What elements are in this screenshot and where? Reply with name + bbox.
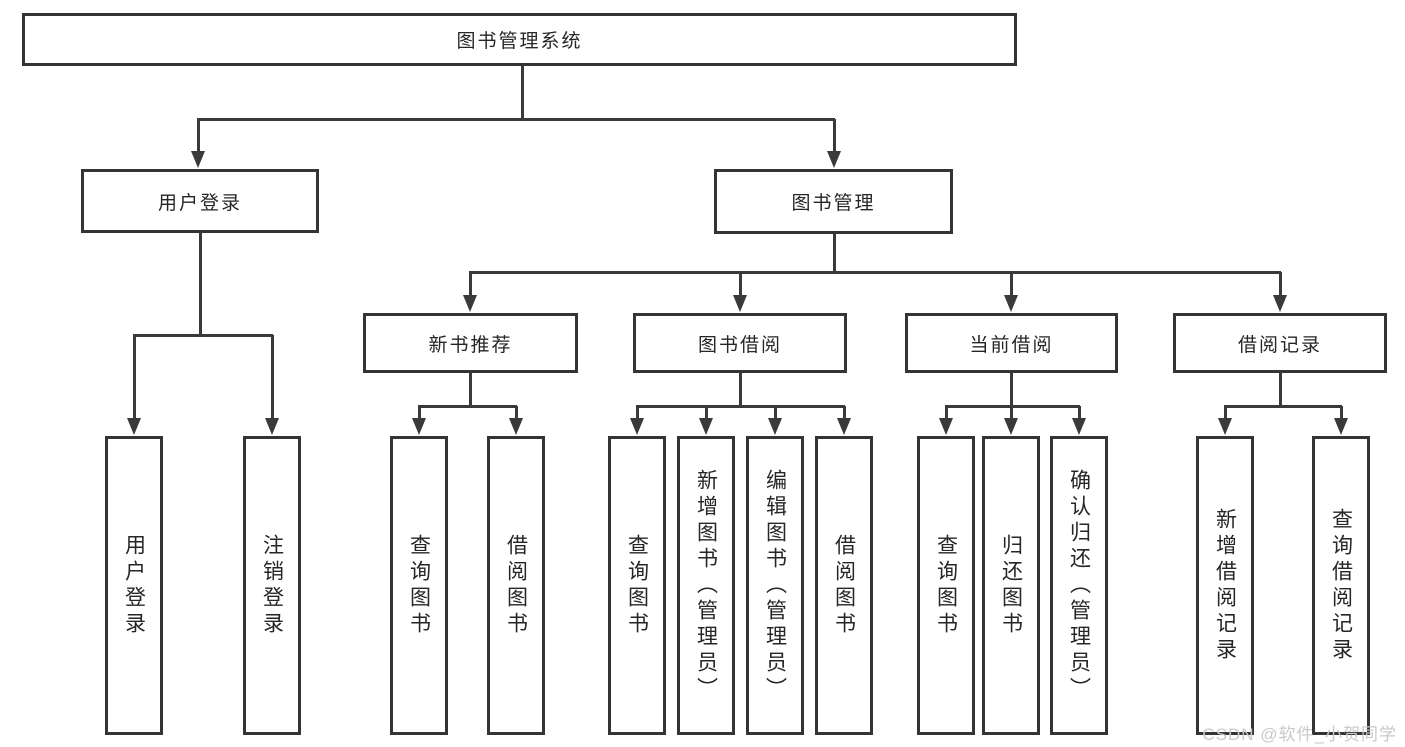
- node-label: 确认归还（管理员）: [1067, 468, 1091, 703]
- connector-line: [843, 406, 846, 423]
- node-leaf-records-query: 查询借阅记录: [1312, 436, 1370, 735]
- connector-line: [945, 406, 948, 423]
- connector-line: [418, 406, 421, 423]
- node-leaf-borrow-query: 查询图书: [608, 436, 666, 735]
- arrow-down-icon: [265, 418, 279, 435]
- node-current: 当前借阅: [905, 313, 1118, 373]
- connector-line: [739, 272, 742, 300]
- node-label: 编辑图书（管理员）: [763, 468, 787, 703]
- node-leaf-cur-confirm: 确认归还（管理员）: [1050, 436, 1108, 735]
- node-label: 借阅图书: [504, 533, 528, 638]
- connector-line: [1279, 272, 1282, 300]
- connector-line: [1279, 371, 1282, 408]
- arrow-down-icon: [699, 418, 713, 435]
- arrow-down-icon: [1004, 295, 1018, 312]
- arrow-down-icon: [412, 418, 426, 435]
- node-label: 图书管理: [791, 193, 876, 214]
- arrow-down-icon: [1218, 418, 1232, 435]
- connector-line: [1078, 406, 1081, 423]
- connector-line: [469, 371, 472, 408]
- node-root: 图书管理系统: [22, 13, 1017, 66]
- node-leaf-cur-return: 归还图书: [982, 436, 1040, 735]
- node-label: 新书推荐: [428, 334, 513, 356]
- node-leaf-logout: 注销登录: [243, 436, 301, 735]
- node-mgmt: 图书管理: [714, 169, 953, 234]
- node-label: 查询图书: [934, 533, 958, 638]
- connector-line: [1010, 371, 1013, 408]
- connector-line: [1010, 406, 1013, 423]
- arrow-down-icon: [1273, 295, 1287, 312]
- connector-line: [774, 406, 777, 423]
- node-label: 借阅图书: [832, 533, 856, 638]
- connector-line: [133, 335, 136, 423]
- connector-line: [1224, 405, 1342, 408]
- node-label: 图书管理系统: [456, 31, 583, 52]
- node-label: 归还图书: [999, 533, 1023, 638]
- connector-line: [197, 119, 200, 156]
- arrow-down-icon: [630, 418, 644, 435]
- csdn-watermark: CSDN @软件_小贺同学: [1202, 725, 1397, 744]
- connector-line: [833, 119, 836, 156]
- connector-line: [197, 118, 835, 121]
- node-label: 图书借阅: [697, 334, 782, 356]
- node-label: 查询图书: [625, 533, 649, 638]
- node-leaf-rec-borrow: 借阅图书: [487, 436, 545, 735]
- node-leaf-records-add: 新增借阅记录: [1196, 436, 1254, 735]
- node-rec: 新书推荐: [363, 313, 578, 373]
- connector-line: [469, 271, 1281, 274]
- connector-line: [1224, 406, 1227, 423]
- connector-line: [521, 64, 524, 121]
- node-records: 借阅记录: [1173, 313, 1387, 373]
- node-label: 借阅记录: [1237, 334, 1322, 356]
- arrow-down-icon: [127, 418, 141, 435]
- connector-line: [705, 406, 708, 423]
- node-borrow: 图书借阅: [633, 313, 847, 373]
- node-leaf-cur-query: 查询图书: [917, 436, 975, 735]
- arrow-down-icon: [733, 295, 747, 312]
- arrow-down-icon: [191, 151, 205, 168]
- node-leaf-rec-query: 查询图书: [390, 436, 448, 735]
- arrow-down-icon: [509, 418, 523, 435]
- node-leaf-borrow-edit: 编辑图书（管理员）: [746, 436, 804, 735]
- connector-line: [133, 334, 273, 337]
- connector-line: [1340, 406, 1343, 423]
- arrow-down-icon: [1334, 418, 1348, 435]
- connector-line: [469, 272, 472, 300]
- arrow-down-icon: [827, 151, 841, 168]
- node-label: 查询借阅记录: [1329, 507, 1353, 664]
- node-leaf-user-login: 用户登录: [105, 436, 163, 735]
- connector-line: [515, 406, 518, 423]
- connector-line: [418, 405, 517, 408]
- node-label: 用户登录: [122, 533, 146, 638]
- arrow-down-icon: [1072, 418, 1086, 435]
- arrow-down-icon: [768, 418, 782, 435]
- node-label: 查询图书: [407, 533, 431, 638]
- node-leaf-borrow-borrow: 借阅图书: [815, 436, 873, 735]
- connector-line: [636, 406, 639, 423]
- arrow-down-icon: [463, 295, 477, 312]
- connector-line: [833, 234, 836, 274]
- connector-line: [199, 233, 202, 337]
- arrow-down-icon: [837, 418, 851, 435]
- node-leaf-borrow-add: 新增图书（管理员）: [677, 436, 735, 735]
- node-label: 用户登录: [157, 192, 242, 214]
- node-label: 注销登录: [260, 533, 284, 638]
- connector-line: [739, 371, 742, 408]
- connector-line: [271, 335, 274, 423]
- connector-line: [636, 405, 845, 408]
- node-login: 用户登录: [81, 169, 319, 233]
- arrow-down-icon: [1004, 418, 1018, 435]
- arrow-down-icon: [939, 418, 953, 435]
- node-label: 当前借阅: [969, 334, 1054, 356]
- node-label: 新增图书（管理员）: [694, 468, 718, 703]
- connector-line: [1010, 272, 1013, 300]
- node-label: 新增借阅记录: [1213, 507, 1237, 664]
